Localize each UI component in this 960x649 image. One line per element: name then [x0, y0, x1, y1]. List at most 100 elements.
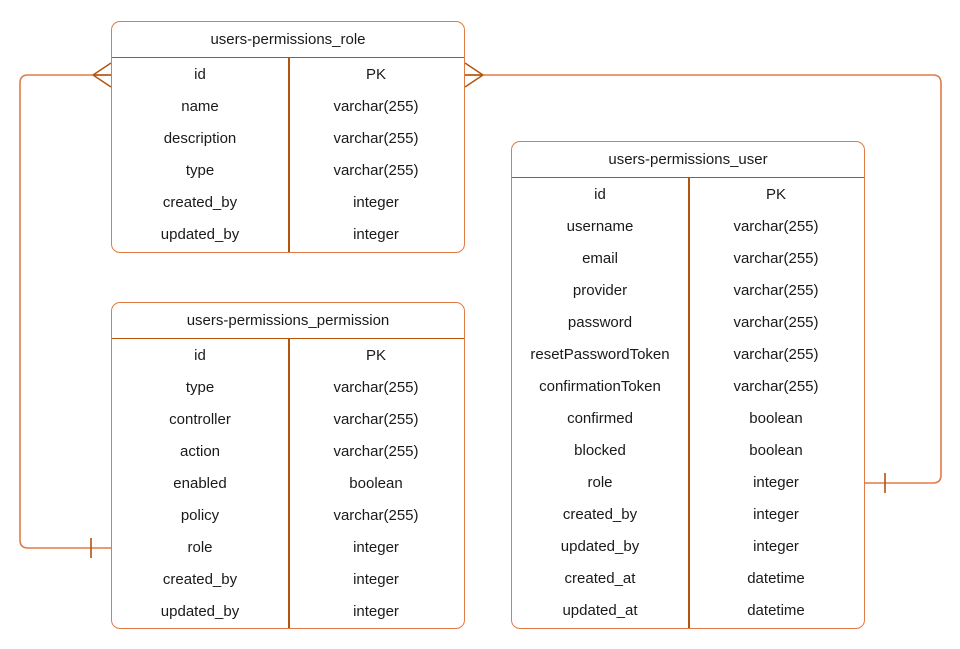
- field-type: integer: [753, 506, 799, 522]
- table-row[interactable]: updated_at datetime: [512, 594, 864, 626]
- field-type: varchar(255): [733, 282, 819, 298]
- field-name: role: [587, 474, 613, 490]
- table-row[interactable]: controller varchar(255): [112, 403, 464, 435]
- field-type: varchar(255): [733, 250, 819, 266]
- field-name: type: [185, 379, 215, 395]
- field-name: username: [566, 218, 634, 234]
- field-name: created_by: [162, 571, 238, 587]
- field-type: integer: [753, 538, 799, 554]
- field-type: PK: [365, 347, 386, 363]
- field-name: type: [185, 162, 215, 178]
- entity-title-users-permissions_user: users-permissions_user: [512, 142, 864, 178]
- field-type: varchar(255): [733, 314, 819, 330]
- field-type: boolean: [749, 410, 803, 426]
- field-name: blocked: [574, 442, 626, 458]
- table-row[interactable]: resetPasswordToken varchar(255): [512, 338, 864, 370]
- crowsfoot-many-marker-role-left: [92, 62, 112, 88]
- field-type: boolean: [749, 442, 803, 458]
- table-row[interactable]: id PK: [512, 178, 864, 210]
- table-row[interactable]: role integer: [112, 531, 464, 563]
- crowsfoot-many-marker-role-right: [464, 62, 484, 88]
- field-name: created_at: [564, 570, 636, 586]
- table-row[interactable]: type varchar(255): [112, 154, 464, 186]
- field-type: varchar(255): [333, 379, 419, 395]
- table-row[interactable]: type varchar(255): [112, 371, 464, 403]
- field-name: created_by: [562, 506, 638, 522]
- field-name: controller: [169, 411, 231, 427]
- table-row[interactable]: updated_by integer: [112, 218, 464, 250]
- field-name: id: [594, 186, 606, 202]
- connector-line-role-permission: [19, 74, 111, 549]
- table-row[interactable]: enabled boolean: [112, 467, 464, 499]
- field-name: updated_by: [560, 538, 640, 554]
- field-type: varchar(255): [733, 346, 819, 362]
- table-row[interactable]: provider varchar(255): [512, 274, 864, 306]
- column-divider: [288, 58, 290, 252]
- field-type: varchar(255): [333, 507, 419, 523]
- field-name: confirmationToken: [539, 378, 661, 394]
- field-type: integer: [353, 194, 399, 210]
- table-row[interactable]: action varchar(255): [112, 435, 464, 467]
- field-type: integer: [753, 474, 799, 490]
- field-name: id: [194, 347, 206, 363]
- field-type: varchar(255): [333, 443, 419, 459]
- field-name: description: [163, 130, 237, 146]
- table-row[interactable]: role integer: [512, 466, 864, 498]
- field-type: datetime: [747, 602, 805, 618]
- table-row[interactable]: email varchar(255): [512, 242, 864, 274]
- column-divider: [288, 339, 290, 628]
- entity-users-permissions_permission[interactable]: users-permissions_permission id PK type …: [111, 302, 465, 629]
- table-row[interactable]: username varchar(255): [512, 210, 864, 242]
- field-type: integer: [353, 226, 399, 242]
- table-row[interactable]: created_by integer: [512, 498, 864, 530]
- field-type: varchar(255): [733, 218, 819, 234]
- field-name: name: [181, 98, 219, 114]
- entity-users-permissions_user[interactable]: users-permissions_user id PK username va…: [511, 141, 865, 629]
- table-row[interactable]: id PK: [112, 58, 464, 90]
- field-name: created_by: [162, 194, 238, 210]
- entity-users-permissions_role[interactable]: users-permissions_role id PK name varcha…: [111, 21, 465, 253]
- field-name: provider: [572, 282, 628, 298]
- table-row[interactable]: id PK: [112, 339, 464, 371]
- entity-title-users-permissions_permission: users-permissions_permission: [112, 303, 464, 339]
- field-name: updated_by: [160, 226, 240, 242]
- table-row[interactable]: policy varchar(255): [112, 499, 464, 531]
- field-name: action: [179, 443, 221, 459]
- field-type: varchar(255): [733, 378, 819, 394]
- field-type: PK: [365, 66, 386, 82]
- field-type: varchar(255): [333, 130, 419, 146]
- table-row[interactable]: description varchar(255): [112, 122, 464, 154]
- entity-fields-users-permissions_permission: id PK type varchar(255) controller varch…: [112, 339, 464, 628]
- field-type: integer: [353, 571, 399, 587]
- connector-line-role-user: [465, 74, 942, 484]
- column-divider: [688, 178, 690, 628]
- field-type: varchar(255): [333, 411, 419, 427]
- field-name: updated_by: [160, 603, 240, 619]
- table-row[interactable]: updated_by integer: [112, 595, 464, 627]
- table-row[interactable]: name varchar(255): [112, 90, 464, 122]
- field-type: integer: [353, 539, 399, 555]
- table-row[interactable]: created_at datetime: [512, 562, 864, 594]
- field-name: updated_at: [562, 602, 638, 618]
- table-row[interactable]: created_by integer: [112, 186, 464, 218]
- table-row[interactable]: confirmationToken varchar(255): [512, 370, 864, 402]
- entity-fields-users-permissions_user: id PK username varchar(255) email varcha…: [512, 178, 864, 628]
- table-row[interactable]: created_by integer: [112, 563, 464, 595]
- table-row[interactable]: updated_by integer: [512, 530, 864, 562]
- field-type: varchar(255): [333, 162, 419, 178]
- table-row[interactable]: password varchar(255): [512, 306, 864, 338]
- field-name: password: [567, 314, 633, 330]
- entity-fields-users-permissions_role: id PK name varchar(255) description varc…: [112, 58, 464, 252]
- table-row[interactable]: blocked boolean: [512, 434, 864, 466]
- table-row[interactable]: confirmed boolean: [512, 402, 864, 434]
- field-name: id: [194, 66, 206, 82]
- field-type: integer: [353, 603, 399, 619]
- field-name: email: [582, 250, 618, 266]
- relationship-role-to-user: [464, 62, 942, 493]
- field-type: PK: [765, 186, 786, 202]
- relationship-role-to-permission: [19, 62, 112, 558]
- field-name: confirmed: [567, 410, 633, 426]
- field-name: policy: [180, 507, 220, 523]
- field-name: resetPasswordToken: [530, 346, 670, 362]
